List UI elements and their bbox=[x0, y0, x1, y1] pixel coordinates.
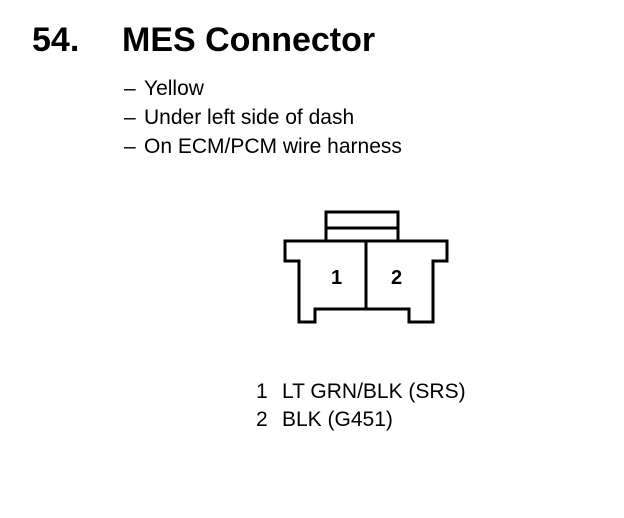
note-text: Under left side of dash bbox=[144, 106, 355, 129]
note-item: –Under left side of dash bbox=[124, 103, 402, 132]
wire-description: BLK (G451) bbox=[282, 408, 393, 431]
pinout-list: 1 LT GRN/BLK (SRS) 2 BLK (G451) bbox=[256, 378, 466, 434]
note-text: Yellow bbox=[144, 77, 204, 100]
pinout-row: 2 BLK (G451) bbox=[256, 406, 466, 434]
note-item: –Yellow bbox=[124, 74, 402, 103]
note-dash: – bbox=[124, 135, 136, 158]
note-dash: – bbox=[124, 106, 136, 129]
page-title: MES Connector bbox=[122, 21, 376, 59]
section-number: 54. bbox=[32, 21, 80, 59]
pinout-row: 1 LT GRN/BLK (SRS) bbox=[256, 378, 466, 406]
wire-description: LT GRN/BLK (SRS) bbox=[282, 380, 466, 403]
connector-notes: –Yellow –Under left side of dash –On ECM… bbox=[124, 74, 402, 161]
note-text: On ECM/PCM wire harness bbox=[144, 135, 402, 158]
note-item: –On ECM/PCM wire harness bbox=[124, 132, 402, 161]
terminal-label-2: 2 bbox=[391, 267, 402, 289]
terminal-label-1: 1 bbox=[331, 267, 342, 289]
pin-number: 2 bbox=[256, 408, 268, 431]
pin-number: 1 bbox=[256, 380, 268, 403]
note-dash: – bbox=[124, 77, 136, 100]
